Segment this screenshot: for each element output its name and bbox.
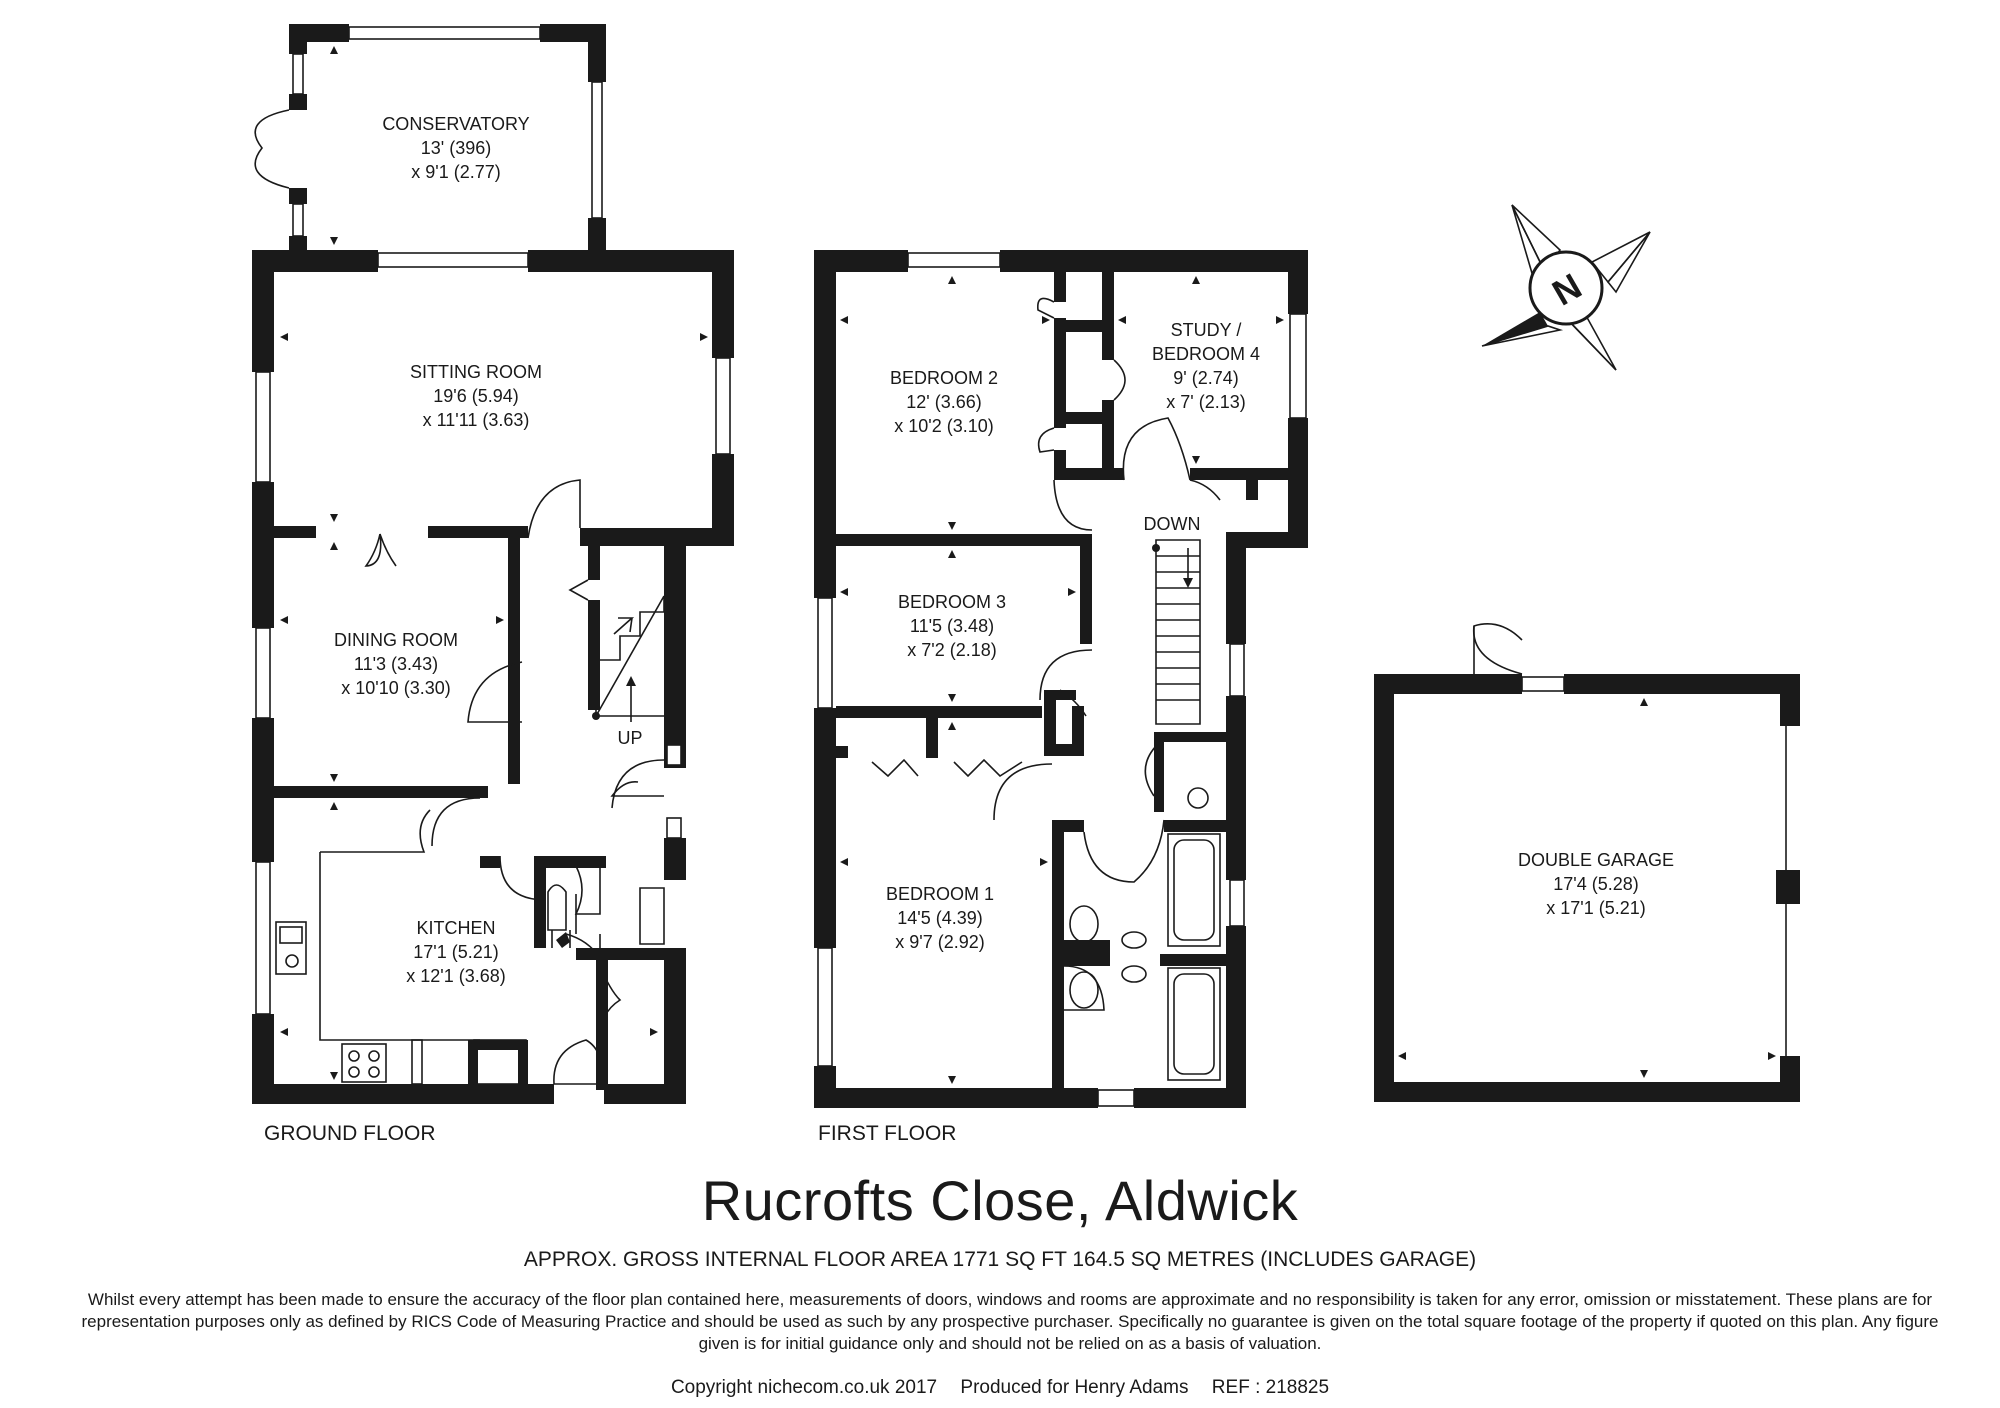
first-floor-label: FIRST FLOOR xyxy=(818,1122,956,1145)
ground-floor-doors xyxy=(364,479,665,1085)
room-name: KITCHEN xyxy=(416,918,495,938)
room-name: BEDROOM 2 xyxy=(890,368,998,388)
room-name: DOUBLE GARAGE xyxy=(1518,850,1674,870)
room-dimension: 19'6 (5.94) xyxy=(433,386,519,406)
kitchen-fittings xyxy=(275,809,665,1085)
first-floor-doors xyxy=(871,297,1221,1011)
first-floor-dimension-arrows xyxy=(840,276,1284,1084)
staircase-down xyxy=(1152,539,1201,725)
garage-plan xyxy=(1374,623,1800,1102)
ground-floor-label: GROUND FLOOR xyxy=(264,1122,436,1145)
room-dimension: x 11'11 (3.63) xyxy=(423,410,530,430)
conservatory-walls xyxy=(254,24,606,256)
room-dimension: 9' (2.74) xyxy=(1173,368,1238,388)
bedroom-2-label: BEDROOM 2 12' (3.66) x 10'2 (3.10) xyxy=(890,368,998,436)
north-compass-icon: N xyxy=(1481,204,1651,371)
double-garage-label: DOUBLE GARAGE 17'4 (5.28) x 17'1 (5.21) xyxy=(1518,850,1674,918)
sitting-room-label: SITTING ROOM 19'6 (5.94) x 11'11 (3.63) xyxy=(410,362,542,430)
first-floor-plan xyxy=(814,250,1308,1108)
ground-floor-walls xyxy=(252,250,734,1104)
stairs-down-label: DOWN xyxy=(1144,514,1201,534)
study-bedroom-4-label: STUDY / BEDROOM 4 9' (2.74) x 7' (2.13) xyxy=(1152,320,1260,412)
room-dimension: x 12'1 (3.68) xyxy=(406,966,506,986)
room-dimension: x 9'1 (2.77) xyxy=(411,162,500,182)
room-name: SITTING ROOM xyxy=(410,362,542,382)
staircase-up xyxy=(592,595,665,722)
room-labels: CONSERVATORY 13' (396) x 9'1 (2.77) SITT… xyxy=(264,114,1674,1145)
property-title: Rucrofts Close, Aldwick xyxy=(701,1169,1299,1232)
room-name: BEDROOM 1 xyxy=(886,884,994,904)
room-name: BEDROOM 3 xyxy=(898,592,1006,612)
room-dimension: x 10'2 (3.10) xyxy=(894,416,994,436)
bedroom-3-label: BEDROOM 3 11'5 (3.48) x 7'2 (2.18) xyxy=(898,592,1006,660)
produced-for-text: Produced for Henry Adams xyxy=(960,1377,1189,1398)
room-dimension: x 7' (2.13) xyxy=(1166,392,1245,412)
room-name: BEDROOM 4 xyxy=(1152,344,1260,364)
room-dimension: 11'3 (3.43) xyxy=(354,654,438,674)
room-dimension: 13' (396) xyxy=(421,138,491,158)
boiler-icon xyxy=(556,932,570,948)
bathroom-fittings xyxy=(1052,787,1221,1081)
ground-floor-internal-walls xyxy=(252,526,686,1090)
room-dimension: 11'5 (3.48) xyxy=(910,616,994,636)
room-dimension: 17'1 (5.21) xyxy=(413,942,499,962)
room-name: CONSERVATORY xyxy=(382,114,529,134)
room-dimension: 12' (3.66) xyxy=(906,392,981,412)
stairs-up-label: UP xyxy=(617,728,642,748)
credits-line: Copyright nichecom.co.uk 2017 Produced f… xyxy=(0,1377,2000,1399)
ground-floor-plan xyxy=(252,24,734,1104)
copyright-text: Copyright nichecom.co.uk 2017 xyxy=(670,1377,938,1398)
room-dimension: x 9'7 (2.92) xyxy=(895,932,984,952)
room-dimension: x 17'1 (5.21) xyxy=(1546,898,1646,918)
room-dimension: 17'4 (5.28) xyxy=(1553,874,1639,894)
floor-area-summary: APPROX. GROSS INTERNAL FLOOR AREA 1771 S… xyxy=(523,1248,1477,1271)
bedroom-1-label: BEDROOM 1 14'5 (4.39) x 9'7 (2.92) xyxy=(886,884,994,952)
room-dimension: x 7'2 (2.18) xyxy=(907,640,996,660)
kitchen-label: KITCHEN 17'1 (5.21) x 12'1 (3.68) xyxy=(406,918,506,986)
first-floor-walls xyxy=(814,250,1308,1108)
conservatory-label: CONSERVATORY 13' (396) x 9'1 (2.77) xyxy=(382,114,529,182)
room-dimension: 14'5 (4.39) xyxy=(897,908,983,928)
room-name: STUDY / xyxy=(1171,320,1242,340)
reference-number: REF : 218825 xyxy=(1211,1377,1330,1398)
room-dimension: x 10'10 (3.30) xyxy=(341,678,451,698)
ground-floor-dimension-arrows xyxy=(280,46,708,1080)
hob-icon xyxy=(341,1043,387,1083)
disclaimer-text: Whilst every attempt has been made to en… xyxy=(81,1290,1939,1353)
room-name: DINING ROOM xyxy=(334,630,458,650)
dining-room-label: DINING ROOM 11'3 (3.43) x 10'10 (3.30) xyxy=(334,630,458,698)
